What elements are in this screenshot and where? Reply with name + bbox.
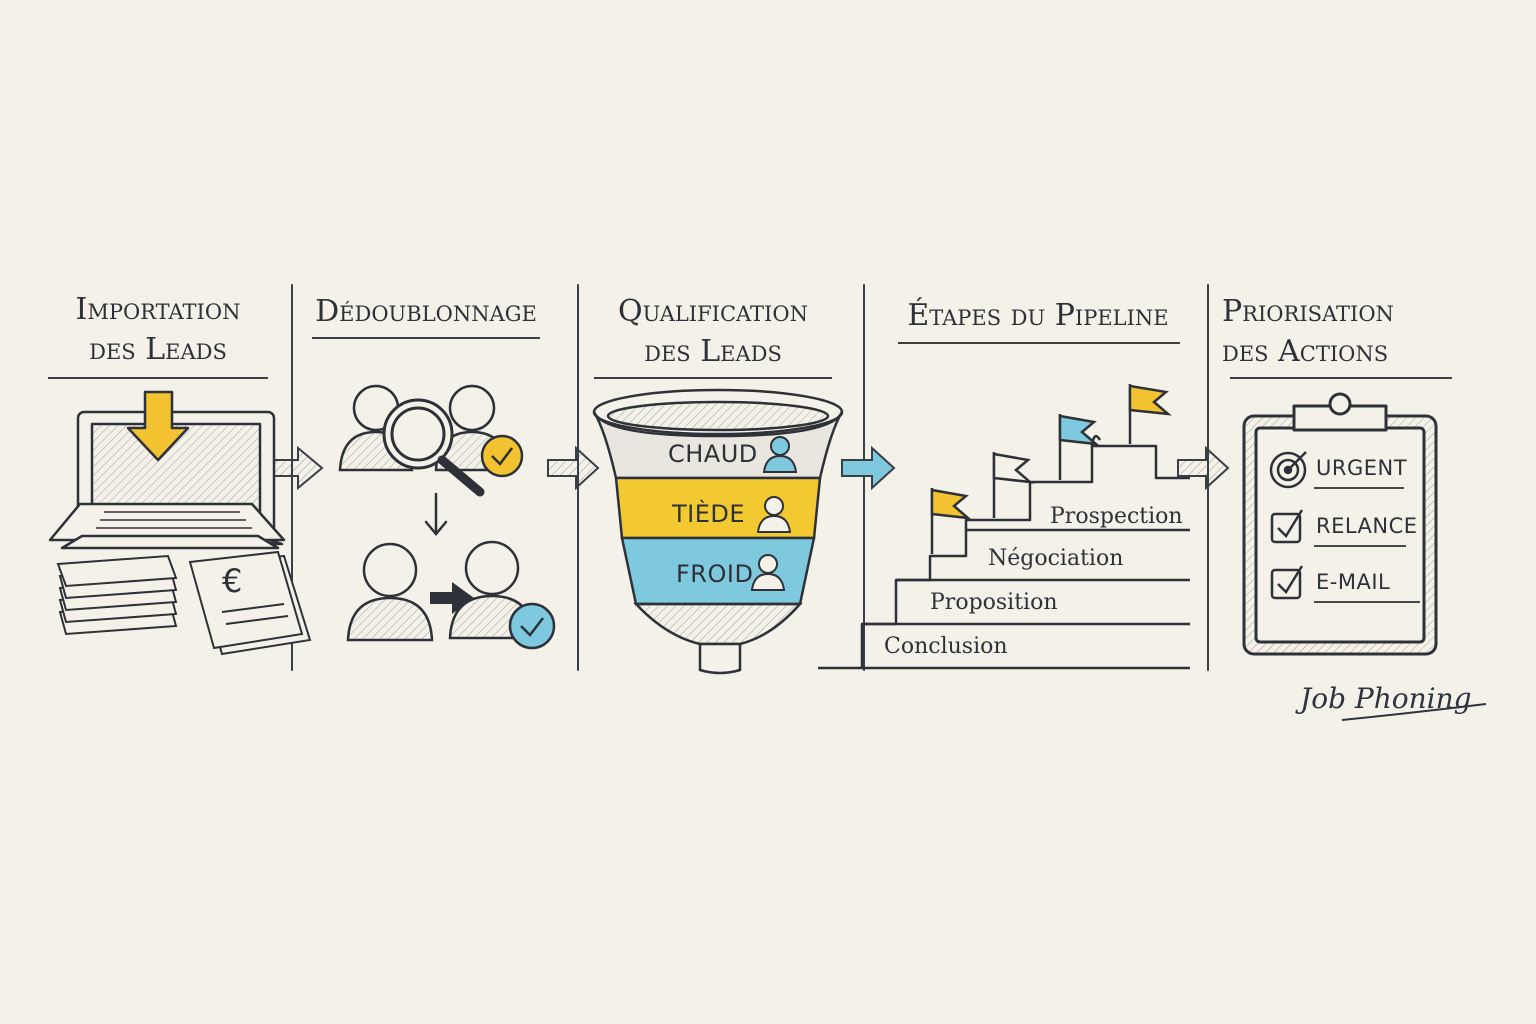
- title-underlines: [48, 337, 1452, 379]
- funnel-level-chaud: CHAUD: [668, 440, 758, 468]
- title-dedoublonnage: Dédoublonnage: [315, 294, 537, 329]
- person-chaud-icon: [762, 436, 798, 473]
- person-tiede-icon: [756, 496, 792, 533]
- euro-symbol: €: [222, 562, 243, 600]
- download-arrow-icon: [126, 390, 190, 462]
- flag-3-icon: [1058, 414, 1100, 480]
- funnel-level-froid: FROID: [676, 560, 754, 588]
- task-relance: RELANCE: [1316, 514, 1418, 538]
- brand-logo: Job Phoning: [1300, 682, 1472, 715]
- invoice-icon: [188, 550, 312, 656]
- check-badge-yellow-icon: [480, 434, 524, 478]
- flag-1-icon: [930, 488, 972, 554]
- pipeline-stage-negociation: Négociation: [988, 546, 1124, 571]
- check-badge-blue-icon: [508, 602, 556, 650]
- laptop-icon: [48, 410, 286, 550]
- magnifier-icon: [382, 398, 485, 497]
- staircase-icon: [818, 434, 1190, 670]
- target-icon: [1269, 451, 1307, 489]
- task-urgent: URGENT: [1316, 456, 1408, 480]
- checkbox-relance-icon: [1270, 509, 1304, 544]
- title-importation: Importation des Leads: [75, 292, 241, 367]
- title-qualification: Qualification des Leads: [618, 294, 808, 369]
- down-arrow-icon: [424, 492, 448, 536]
- title-priorisation: Priorisation des Actions: [1222, 294, 1394, 369]
- pipeline-stage-proposition: Proposition: [930, 590, 1058, 615]
- person-froid-icon: [750, 554, 786, 591]
- clipboard-icon: [1242, 392, 1438, 656]
- flag-2-icon: [992, 452, 1034, 518]
- brand-swash: [1341, 703, 1487, 721]
- merge-arrow-icon: [430, 582, 474, 614]
- flow-arrow-4: [1177, 445, 1230, 491]
- funnel-icon: [592, 388, 844, 675]
- task-email: E-MAIL: [1316, 570, 1391, 594]
- flow-arrow-2: [547, 445, 600, 491]
- paper-stack-icon: [56, 554, 178, 636]
- funnel-level-tiede: TIÈDE: [672, 500, 746, 528]
- flag-4-icon: [1128, 384, 1172, 444]
- pipeline-stage-prospection: Prospection: [1050, 504, 1183, 529]
- checkbox-email-icon: [1270, 565, 1304, 600]
- task-underlines: [1314, 487, 1420, 603]
- title-pipeline: Étapes du Pipeline: [907, 298, 1169, 333]
- people-merge-icon: [346, 540, 536, 642]
- pipeline-stage-conclusion: Conclusion: [884, 634, 1008, 659]
- flow-arrow-3: [841, 445, 896, 491]
